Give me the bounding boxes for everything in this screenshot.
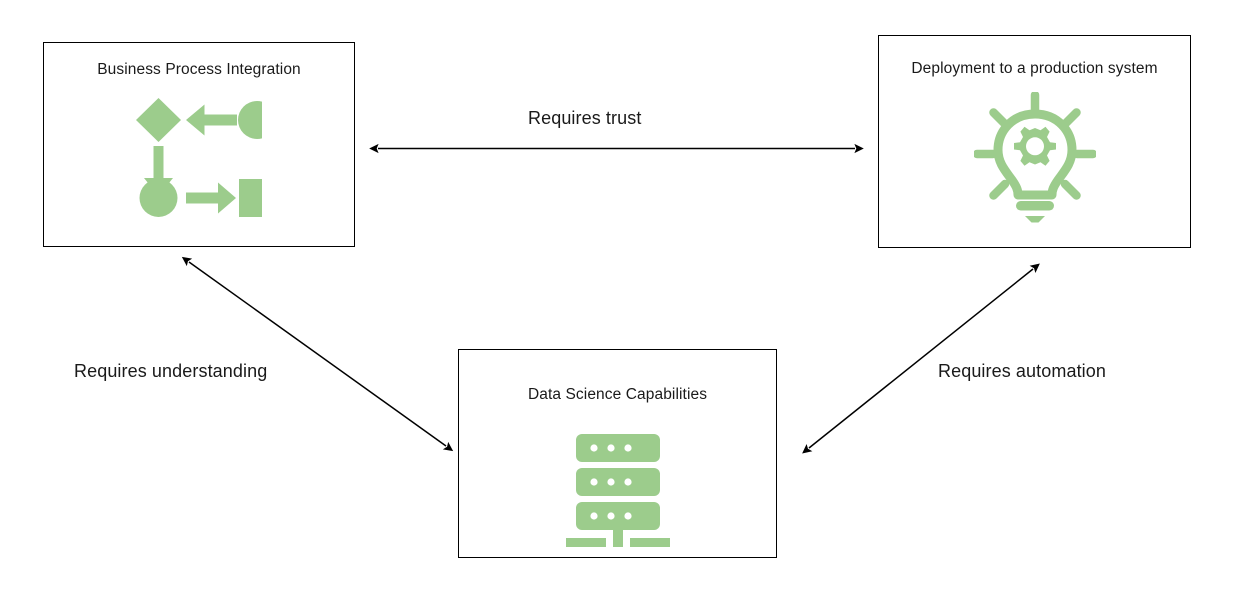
edge-label-requires-automation: Requires automation	[938, 361, 1106, 381]
node-title-business-process-integration: Business Process Integration	[97, 61, 301, 78]
edge-label-requires-trust: Requires trust	[528, 108, 642, 128]
node-title-deployment-to-production: Deployment to a production system	[911, 60, 1158, 77]
lightbulb-gear-icon	[879, 88, 1190, 228]
node-data-science-capabilities[interactable]: Data Science Capabilities	[458, 349, 777, 558]
server-stack-icon	[459, 430, 776, 550]
edge-understanding-line	[181, 256, 454, 452]
node-deployment-to-production[interactable]: Deployment to a production system	[878, 35, 1191, 248]
edge-label-requires-understanding: Requires understanding	[74, 361, 268, 381]
edge-automation-line	[802, 263, 1040, 454]
process-flow-icon	[44, 93, 354, 223]
node-title-data-science-capabilities: Data Science Capabilities	[527, 386, 708, 403]
node-business-process-integration[interactable]: Business Process Integration	[43, 42, 355, 247]
